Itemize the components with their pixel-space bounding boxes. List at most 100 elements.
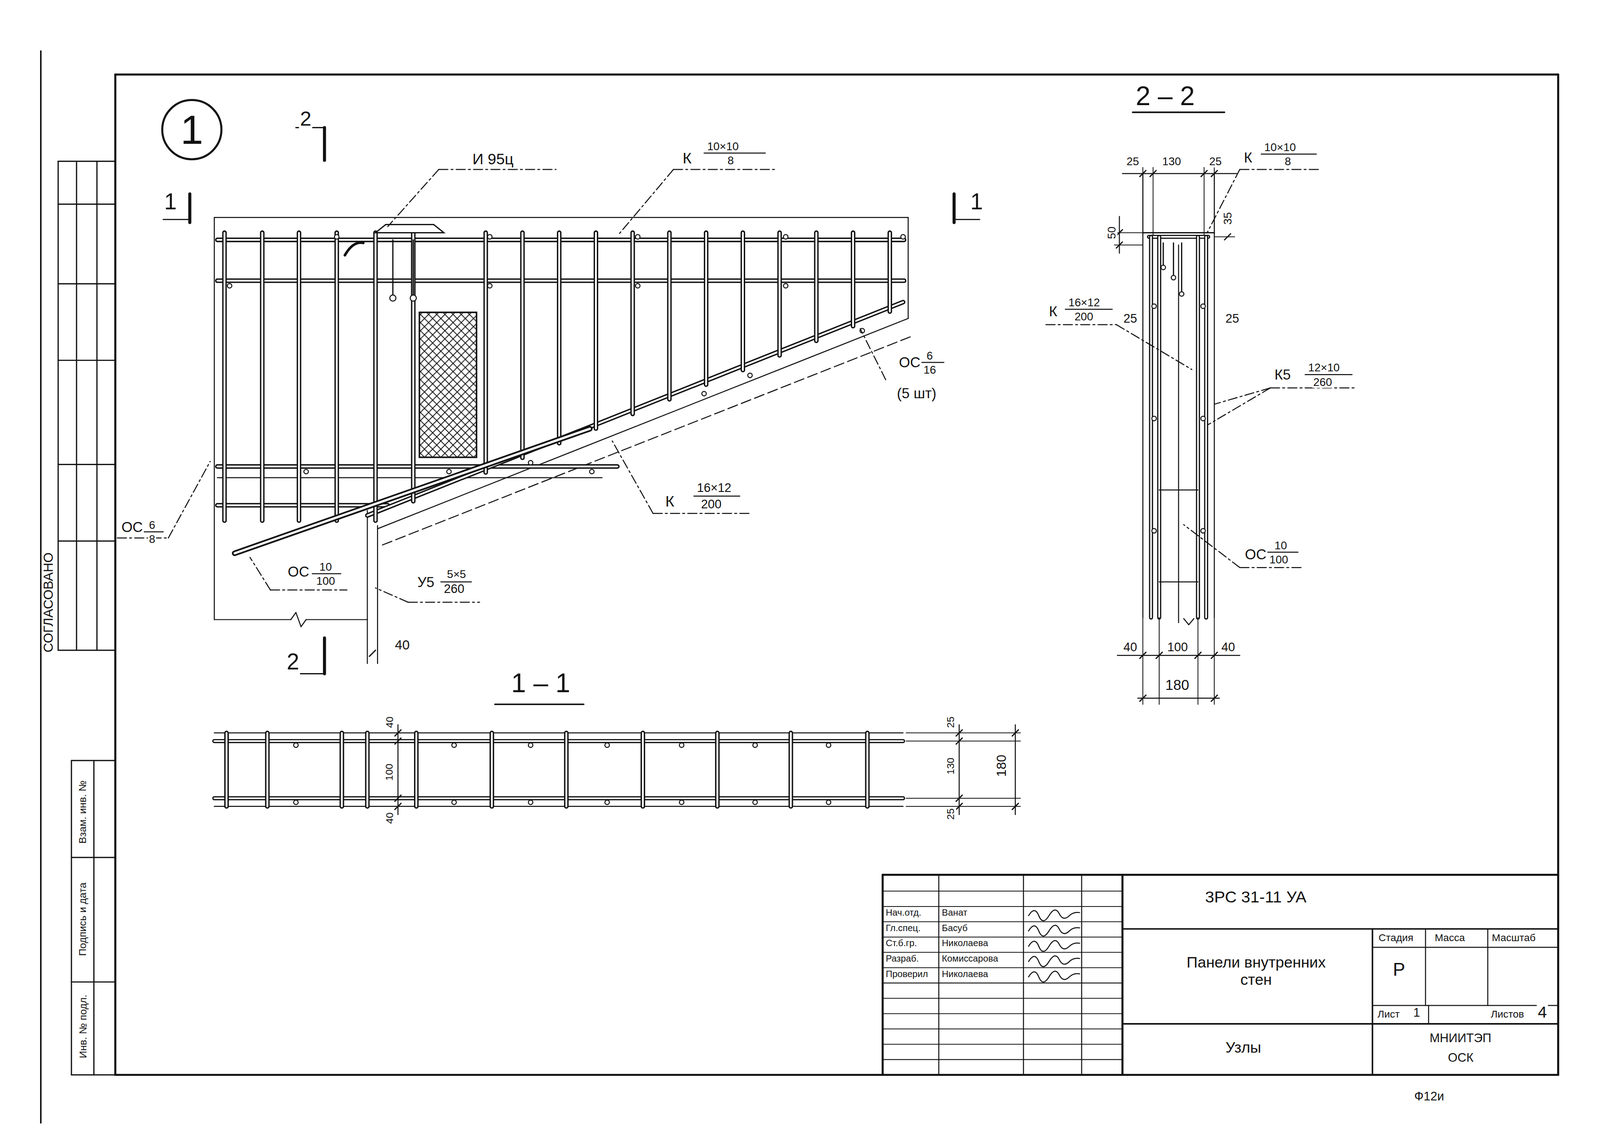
drawing-label: 260 <box>1312 375 1333 388</box>
drawing-line <box>1261 153 1317 155</box>
drawing-line <box>777 232 783 356</box>
rebar-dot <box>451 742 457 748</box>
drawing-label: 50 <box>1105 225 1118 241</box>
drawing-line <box>865 732 870 806</box>
drawing-line <box>93 760 95 1075</box>
drawing-line <box>58 203 116 205</box>
title-block-text: Ст.б.гр. <box>884 938 919 949</box>
drawing-line <box>387 169 439 227</box>
rebar-dot <box>1151 303 1157 309</box>
drawing-line <box>630 232 636 414</box>
signature <box>1028 955 1080 967</box>
drawing-label: 25 <box>1122 312 1138 326</box>
drawing-line <box>813 232 819 341</box>
drawing-line <box>1239 168 1319 170</box>
drawing-line <box>1121 874 1124 1075</box>
drawing-line <box>1023 874 1025 1075</box>
drawing-label: 2 – 2 <box>1134 81 1196 111</box>
drawing-line <box>142 530 164 532</box>
rebar-dot <box>635 283 641 288</box>
rebar-dot <box>1160 265 1166 270</box>
drawing-label: К5 <box>1273 367 1292 384</box>
drawing-line <box>1139 651 1146 658</box>
drawing-line <box>815 232 818 341</box>
drawing-line <box>1012 729 1019 736</box>
drawing-label: 16 <box>922 363 938 376</box>
drawing-line <box>1428 1004 1429 1024</box>
drawing-line <box>882 997 1123 999</box>
drawing-line <box>490 732 493 806</box>
drawing-line <box>225 732 228 806</box>
rebar-dot <box>528 742 533 748</box>
drawing-line <box>704 152 766 154</box>
drawing-line <box>1162 242 1165 266</box>
title-block-text: СОГЛАСОВАНО <box>41 550 57 653</box>
drawing-line <box>1195 651 1202 658</box>
drawing-line <box>1239 566 1302 568</box>
drawing-line <box>1142 173 1144 618</box>
drawing-label: ОС <box>1243 546 1268 563</box>
drawing-line <box>440 580 472 582</box>
drawing-line <box>367 302 904 516</box>
drawing-line <box>918 361 944 363</box>
drawing-line <box>374 232 377 521</box>
drawing-line <box>214 618 291 620</box>
drawing-line <box>75 161 78 650</box>
rebar-dot <box>701 391 707 396</box>
drawing-label: 25 <box>1125 155 1141 168</box>
drawing-line <box>115 1073 1559 1076</box>
drawing-line <box>71 1074 116 1076</box>
drawing-line <box>882 1028 1123 1030</box>
title-block-text: Николаева <box>940 938 990 949</box>
drawing-line <box>519 232 525 458</box>
drawing-line <box>1116 324 1192 370</box>
drawing-line <box>234 428 591 554</box>
drawing-line <box>640 732 646 806</box>
rebar-dot <box>293 742 299 748</box>
rebar-dot <box>293 799 299 805</box>
drawing-line <box>413 732 419 806</box>
drawing-line <box>1183 618 1189 625</box>
rebar-dot <box>752 799 758 805</box>
title-block-text: Гл.спец. <box>884 923 922 934</box>
drawing-label: 1 – 1 <box>510 668 572 698</box>
drawing-label: 100 <box>1166 641 1189 655</box>
drawing-label: К <box>1048 303 1059 320</box>
drawing-line <box>1137 697 1220 699</box>
drawing-label: 6 <box>925 348 934 362</box>
drawing-line <box>1181 242 1183 291</box>
drawing-line <box>1172 242 1175 276</box>
drawing-label: 40 <box>383 810 395 824</box>
drawing-label: 8 <box>147 532 157 546</box>
drawing-line <box>392 239 394 296</box>
drawing-line <box>224 732 229 806</box>
drawing-line <box>1266 551 1299 553</box>
drawing-line <box>1305 373 1353 375</box>
drawing-line <box>716 732 719 806</box>
drawing-line <box>882 1043 1123 1045</box>
drawing-line <box>558 232 561 443</box>
title-block-text: Узлы <box>1224 1038 1263 1056</box>
drawing-line <box>956 729 963 736</box>
drawing-line <box>907 217 909 319</box>
drawing-label: К <box>1242 150 1254 167</box>
drawing-line <box>1116 242 1123 248</box>
title-block-text: Масса <box>1433 931 1466 944</box>
drawing-line <box>1142 617 1144 705</box>
drawing-label: 100 <box>315 574 337 587</box>
drawing-line <box>641 732 644 806</box>
rebar-dot <box>605 799 610 805</box>
drawing-line <box>882 890 1123 892</box>
drawing-line <box>222 232 227 521</box>
drawing-line <box>1557 74 1560 1075</box>
drawing-line <box>1224 233 1231 240</box>
drawing-line <box>866 732 869 806</box>
drawing-line <box>778 232 781 356</box>
drawing-line <box>593 232 599 429</box>
rebar-dot <box>752 742 758 748</box>
rebar-dot <box>1151 528 1157 533</box>
drawing-label: 40 <box>383 714 395 728</box>
drawing-label: 200 <box>1073 310 1095 323</box>
drawing-line <box>366 619 368 664</box>
